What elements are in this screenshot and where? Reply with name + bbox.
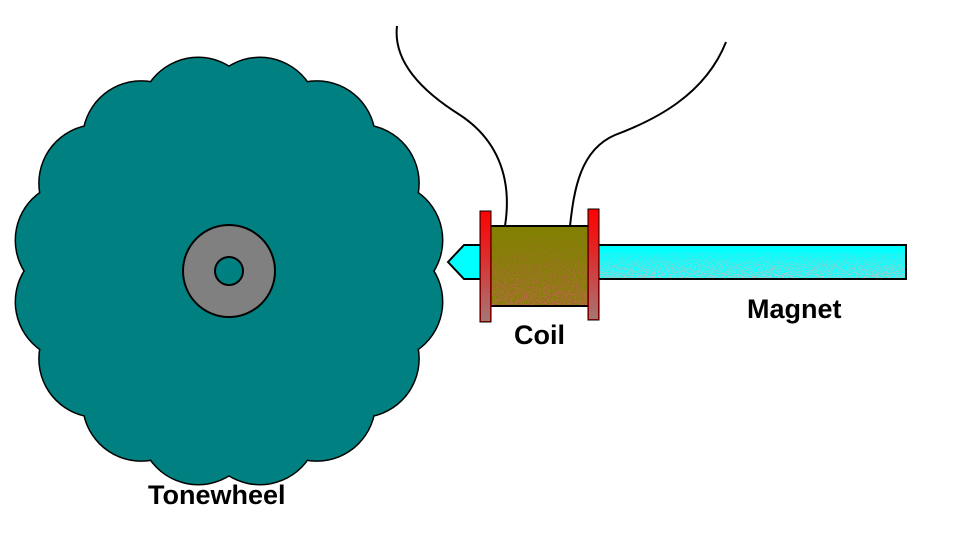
coil-flanges [479, 208, 600, 323]
coil-label: Coil [514, 320, 565, 350]
magnet-shading [597, 252, 905, 278]
coil-lead-wire-left [395, 25, 508, 227]
coil [489, 225, 591, 307]
magnet-label: Magnet [747, 294, 842, 324]
tonewheel [14, 56, 444, 486]
tonewheel-hub-hole [214, 256, 244, 286]
coil-lead-wire-right [569, 41, 727, 227]
tonewheel-label: Tonewheel [148, 480, 286, 510]
coil-shading [491, 227, 589, 305]
